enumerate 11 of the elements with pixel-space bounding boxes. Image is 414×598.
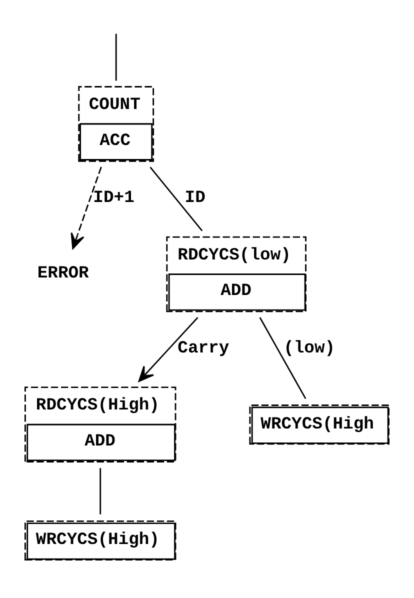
- arrow: [70, 166, 102, 249]
- connector: [259, 316, 306, 399]
- edge-label: ID: [184, 188, 206, 208]
- connector: [115, 33, 117, 80]
- node-text: ERROR: [37, 264, 89, 283]
- connector: [150, 166, 203, 231]
- edge-label: ID+1: [93, 188, 134, 208]
- edge-label: (low): [284, 338, 336, 358]
- arrow: [138, 316, 198, 382]
- edge-label: Carry: [178, 338, 230, 358]
- connector: [100, 468, 102, 514]
